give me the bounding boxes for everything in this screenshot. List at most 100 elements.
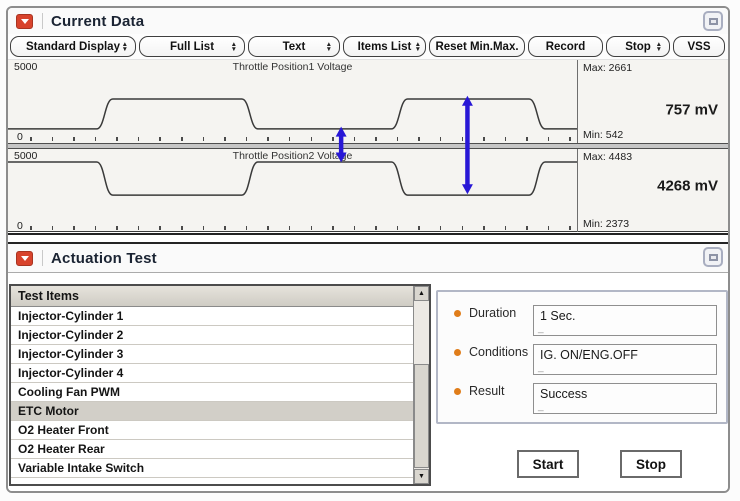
list-item-label: Injector-Cylinder 1 (18, 309, 124, 323)
stop-button[interactable]: Stop (620, 450, 682, 478)
panel-menu-icon[interactable] (16, 13, 33, 29)
list-header: Test Items (11, 286, 429, 307)
header-divider (42, 13, 43, 29)
detail-row: Duration 1 Sec. (438, 299, 726, 338)
current-data-header: Current Data (8, 8, 728, 34)
list-item[interactable]: O2 Heater Rear (11, 440, 413, 459)
toolbar-button-label: VSS (687, 40, 711, 53)
scroll-up-button[interactable]: ▲ (414, 286, 429, 301)
panel-gap (8, 235, 728, 242)
bullet-icon (454, 388, 461, 395)
waveform-area: 5000 Throttle Position1 Voltage 0 Max: 2… (8, 60, 728, 232)
detail-label: Conditions (469, 345, 529, 359)
actuation-test-title: Actuation Test (51, 249, 157, 267)
current-data-panel: Current Data Standard Display ▲▼ Full Li… (8, 8, 728, 235)
y-axis-max-label: 5000 (14, 61, 38, 73)
toolbar-button-label: Standard Display (26, 40, 120, 53)
toolbar-button[interactable]: Reset Min.Max. (429, 36, 525, 57)
toolbar-button[interactable]: Text ▲▼ (248, 36, 340, 57)
maximize-icon (708, 17, 718, 25)
graph-title: Throttle Position2 Voltage (232, 150, 353, 162)
toolbar-button[interactable]: Record (528, 36, 603, 57)
toolbar-button[interactable]: Full List ▲▼ (139, 36, 245, 57)
detail-value-box[interactable]: IG. ON/ENG.OFF (533, 344, 717, 375)
list-item[interactable]: ETC Motor (11, 402, 413, 421)
y-axis-zero-label: 0 (17, 220, 23, 232)
list-item[interactable]: Injector-Cylinder 4 (11, 364, 413, 383)
spinner-icon: ▲▼ (230, 40, 237, 53)
list-item-label: Variable Intake Switch (18, 461, 145, 475)
list-item[interactable]: Injector-Cylinder 3 (11, 345, 413, 364)
toolbar-button-label: Stop (625, 40, 651, 53)
detail-value-box[interactable]: 1 Sec. (533, 305, 717, 336)
toolbar-button[interactable]: Standard Display ▲▼ (10, 36, 136, 57)
list-item-label: Injector-Cylinder 4 (18, 366, 124, 380)
toolbar-button-label: Reset Min.Max. (435, 40, 519, 53)
list-item[interactable]: Variable Intake Switch (11, 459, 413, 478)
detail-value: Success (540, 387, 588, 401)
toolbar-button[interactable]: Stop ▲▼ (606, 36, 670, 57)
spinner-icon: ▲▼ (655, 40, 662, 53)
x-axis-ticks (30, 226, 571, 230)
x-axis-ticks (30, 137, 571, 141)
list-item-label: ETC Motor (18, 404, 79, 418)
list-rows: Injector-Cylinder 1 Injector-Cylinder 2 … (11, 307, 413, 484)
maximize-icon (708, 253, 718, 261)
graph-row: 5000 Throttle Position1 Voltage 0 Max: 2… (8, 60, 728, 143)
waveform-plot: 5000 Throttle Position1 Voltage 0 (8, 60, 578, 143)
spinner-icon: ▲▼ (325, 40, 332, 53)
detail-row: Result Success (438, 377, 726, 416)
min-value-label: Min: 2373 (583, 218, 630, 230)
list-item[interactable]: Injector-Cylinder 1 (11, 307, 413, 326)
spinner-icon: ▲▼ (414, 40, 421, 53)
graph-title: Throttle Position1 Voltage (232, 61, 353, 73)
detail-value-box[interactable]: Success (533, 383, 717, 414)
max-value-label: Max: 2661 (583, 62, 633, 74)
scrollbar[interactable]: ▲ ▼ (413, 286, 429, 484)
panel-menu-icon[interactable] (16, 250, 33, 266)
detail-label: Duration (469, 306, 517, 320)
list-item-label: O2 Heater Front (18, 423, 109, 437)
max-value-label: Max: 4483 (583, 151, 633, 163)
y-axis-max-label: 5000 (14, 150, 38, 162)
graph-stats: Max: 4483 4268 mV Min: 2373 (578, 149, 728, 232)
toolbar-button-label: Text (282, 40, 306, 53)
bullet-icon (454, 310, 461, 317)
detail-value: IG. ON/ENG.OFF (540, 348, 638, 362)
toolbar-button-label: Items List (357, 40, 412, 53)
test-details-panel: Duration 1 Sec. Conditions IG. ON/ENG.OF… (436, 290, 728, 424)
scroll-thumb[interactable] (414, 364, 429, 468)
current-value-label: 4268 mV (657, 177, 718, 195)
maximize-button[interactable] (703, 247, 723, 267)
start-button[interactable]: Start (517, 450, 579, 478)
toolbar-button[interactable]: VSS (673, 36, 725, 57)
scroll-down-button[interactable]: ▼ (414, 469, 429, 484)
y-axis-zero-label: 0 (17, 131, 23, 143)
graph-stats: Max: 2661 757 mV Min: 542 (578, 60, 728, 143)
list-item[interactable]: O2 Heater Front (11, 421, 413, 440)
list-item-label: Cooling Fan PWM (18, 385, 120, 399)
detail-label: Result (469, 384, 505, 398)
current-data-toolbar: Standard Display ▲▼ Full List ▲▼ Text ▲▼… (8, 34, 728, 60)
maximize-button[interactable] (703, 11, 723, 31)
list-item-label: Injector-Cylinder 2 (18, 328, 124, 342)
current-data-title: Current Data (51, 12, 145, 30)
list-item-label: O2 Heater Rear (18, 442, 105, 456)
toolbar-button-label: Full List (169, 40, 215, 53)
list-item-label: Injector-Cylinder 3 (18, 347, 124, 361)
toolbar-button[interactable]: Items List ▲▼ (343, 36, 426, 57)
min-value-label: Min: 542 (583, 129, 624, 141)
waveform-plot: 5000 Throttle Position2 Voltage 0 (8, 149, 578, 232)
current-value-label: 757 mV (665, 101, 718, 119)
detail-value: 1 Sec. (540, 309, 576, 323)
test-items-list: Test Items Injector-Cylinder 1 Injector-… (9, 284, 431, 486)
bullet-icon (454, 349, 461, 356)
list-item[interactable]: Cooling Fan PWM (11, 383, 413, 402)
detail-row: Conditions IG. ON/ENG.OFF (438, 338, 726, 377)
graph-row: 5000 Throttle Position2 Voltage 0 Max: 4… (8, 149, 728, 232)
graph-splitter (8, 143, 728, 149)
diagnostic-window: Current Data Standard Display ▲▼ Full Li… (6, 6, 730, 493)
actuation-test-header: Actuation Test (8, 244, 728, 273)
list-item[interactable]: Injector-Cylinder 2 (11, 326, 413, 345)
